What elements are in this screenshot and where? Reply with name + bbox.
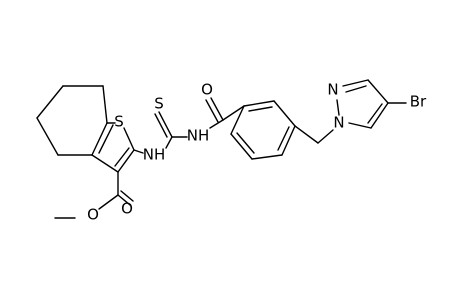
bond <box>123 127 135 151</box>
bond <box>114 147 130 167</box>
bond <box>158 111 173 138</box>
bonds <box>36 79 407 219</box>
bond <box>294 125 319 144</box>
atom-label-s-ring: S <box>114 113 124 131</box>
bond <box>102 85 108 124</box>
atom-label-s-thio: S <box>154 95 164 113</box>
bond <box>367 103 383 124</box>
bond <box>222 105 245 121</box>
bond <box>277 126 290 151</box>
bond <box>345 85 367 93</box>
bond <box>154 113 168 138</box>
bond <box>98 124 114 154</box>
bond <box>36 85 64 119</box>
bond <box>117 194 131 206</box>
bond <box>370 102 389 129</box>
bond <box>243 100 275 107</box>
atom-label-o-ester-carbonyl: O <box>121 200 133 218</box>
atom-labels: S S O O O NH NH N N Br <box>87 81 427 224</box>
atom-label-n-pyrazole-1: N <box>333 114 344 132</box>
bond <box>91 154 119 173</box>
atom-label-n-pyrazole-2: N <box>327 81 338 99</box>
bond <box>342 79 369 87</box>
bond <box>91 122 108 156</box>
bond <box>281 125 296 156</box>
atom-label-nh-left: NH <box>143 146 166 164</box>
bond <box>273 100 296 127</box>
bond <box>205 99 219 123</box>
bond <box>117 149 135 173</box>
bond <box>36 117 59 156</box>
bond <box>251 154 283 160</box>
bond <box>209 119 224 129</box>
bond <box>236 132 255 154</box>
bond <box>133 149 144 154</box>
bond <box>210 97 224 121</box>
atom-label-nh-right: NH <box>187 127 210 145</box>
bond <box>367 79 389 104</box>
bond <box>248 106 273 112</box>
atom-label-o-ester: O <box>87 206 99 224</box>
bond <box>165 136 173 149</box>
bond <box>98 194 119 210</box>
atom-label-o-carbonyl-amide: O <box>201 81 213 99</box>
bond <box>317 129 334 144</box>
bond <box>230 133 253 160</box>
atom-label-bromine: Br <box>410 93 427 111</box>
bond <box>230 105 245 135</box>
bond <box>348 122 372 129</box>
bond <box>336 99 340 116</box>
bond <box>120 190 134 202</box>
